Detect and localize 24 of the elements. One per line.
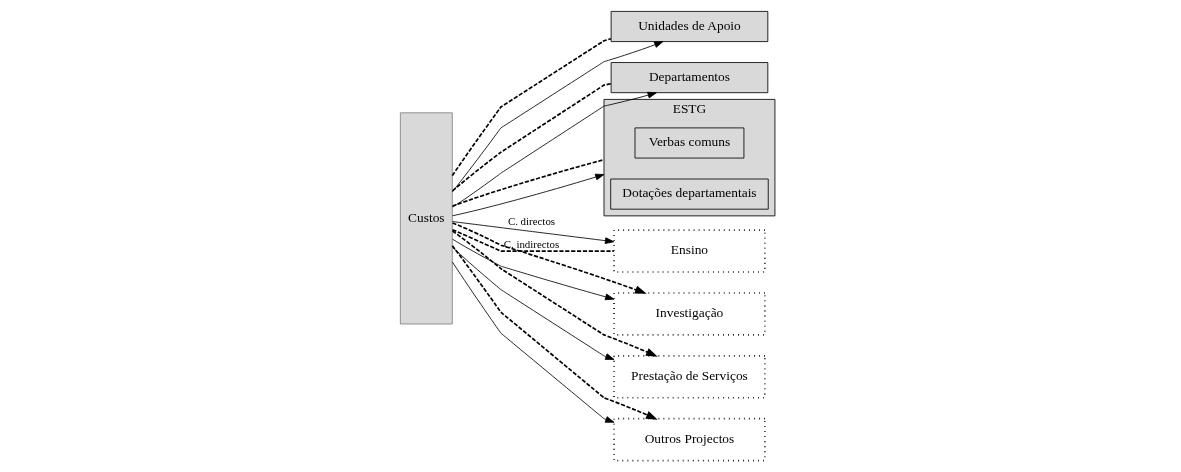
arrow: [451, 230, 658, 357]
connector: [451, 82, 612, 192]
node-box: Prestação de Serviços: [612, 355, 766, 399]
node-box: Verbas comuns: [634, 127, 744, 159]
arrow: [451, 246, 614, 360]
node-box: Investigação: [612, 292, 766, 336]
arrow: [451, 91, 657, 208]
connector: [451, 37, 612, 177]
edge-label: C. directos: [507, 215, 555, 228]
arrow: [451, 244, 658, 420]
node-box: Unidades de Apoio: [610, 11, 768, 42]
node-box: Custos: [399, 112, 453, 325]
connector: [451, 158, 605, 207]
arrow: [451, 261, 614, 423]
arrow: [451, 222, 647, 294]
arrow: [451, 238, 614, 301]
node-box: Ensino: [612, 229, 766, 273]
node-box: Outros Projectos: [612, 417, 766, 462]
node-box: Departamentos: [610, 62, 768, 94]
arrow: [451, 221, 614, 244]
arrow: [451, 41, 663, 193]
arrow: [451, 173, 604, 217]
node-box: Dotações departamentais: [609, 178, 769, 210]
connector: [451, 228, 615, 252]
